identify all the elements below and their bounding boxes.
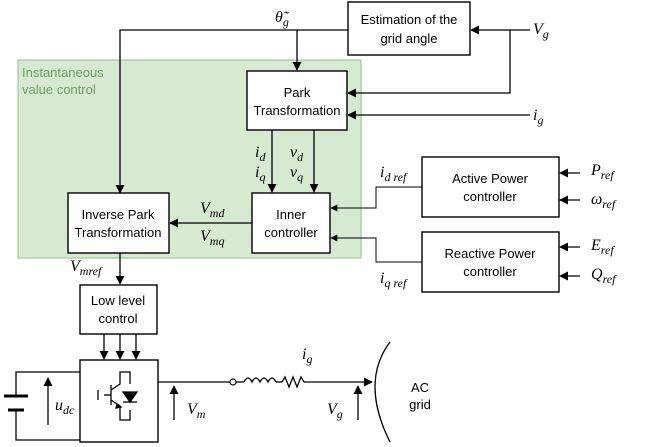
id-ref-label: id ref [380,164,408,184]
dc-wire-top [15,371,80,396]
inverse-park-label-1: Inverse Park [82,207,155,222]
node-circle [229,378,237,386]
igbt-switch-icon [97,371,139,421]
ac-grid-label-2: grid [409,397,431,412]
resistor-icon [281,375,305,389]
iq-ref-label: iq ref [380,270,408,290]
theta-g-label: θ̃g [275,9,290,29]
estimation-grid-angle-block: Estimation of the grid angle [347,1,471,56]
vmd-label: Vmd [200,200,225,220]
park-label-2: Transformation [254,103,341,118]
inner-label-1: Inner [276,207,306,222]
vm-label: Vm [187,401,206,421]
active-label-1: Active Power [452,171,529,186]
iq-label: iq [255,164,265,184]
vg-input-label: Vg [533,21,549,41]
dc-wire-bottom [15,410,80,441]
vq-label: vq [290,164,303,184]
low-level-label-2: control [98,311,137,326]
estimation-label-2: grid angle [380,31,437,46]
low-level-label-1: Low level [91,293,145,308]
inverse-park-block: Inverse Park Transformation [67,192,170,254]
power-circuit [4,341,391,443]
p-ref-label: Pref [590,162,615,182]
low-level-control-block: Low level control [79,284,158,335]
ig-input-label: ig [533,107,543,127]
ig-line-label: ig [302,346,312,366]
vmq-label: Vmq [200,228,224,248]
inverse-park-label-2: Transformation [75,225,162,240]
active-power-controller-block: Active Power controller [421,156,560,218]
signal-lines [99,25,580,360]
inner-label-2: controller [264,225,318,240]
reactive-power-controller-block: Reactive Power controller [421,231,560,293]
vd-label: vd [290,144,304,164]
e-ref-label: Eref [590,237,615,257]
vg-grid-label: Vg [327,401,343,421]
omega-ref-label: ωref [591,191,617,211]
estimation-label-1: Estimation of the [361,12,458,27]
id-label: id [255,144,266,164]
inner-controller-block: Inner controller [251,192,331,254]
region-label-line-1: Instantaneous [22,65,104,80]
region-label-line-2: value control [22,82,96,97]
udc-label: udc [55,397,75,417]
q-ref-label: Qref [591,266,617,286]
grid-boundary-curve [374,341,391,443]
park-label-1: Park [284,85,311,100]
reactive-label-2: controller [463,264,517,279]
park-transformation-block: Park Transformation [246,70,348,131]
converter-box [79,359,159,443]
ac-grid-label-1: AC [411,380,429,395]
inductor-icon [243,377,277,384]
active-label-2: controller [463,189,517,204]
vmref-label: Vmref [70,258,103,278]
reactive-label-1: Reactive Power [444,246,536,261]
